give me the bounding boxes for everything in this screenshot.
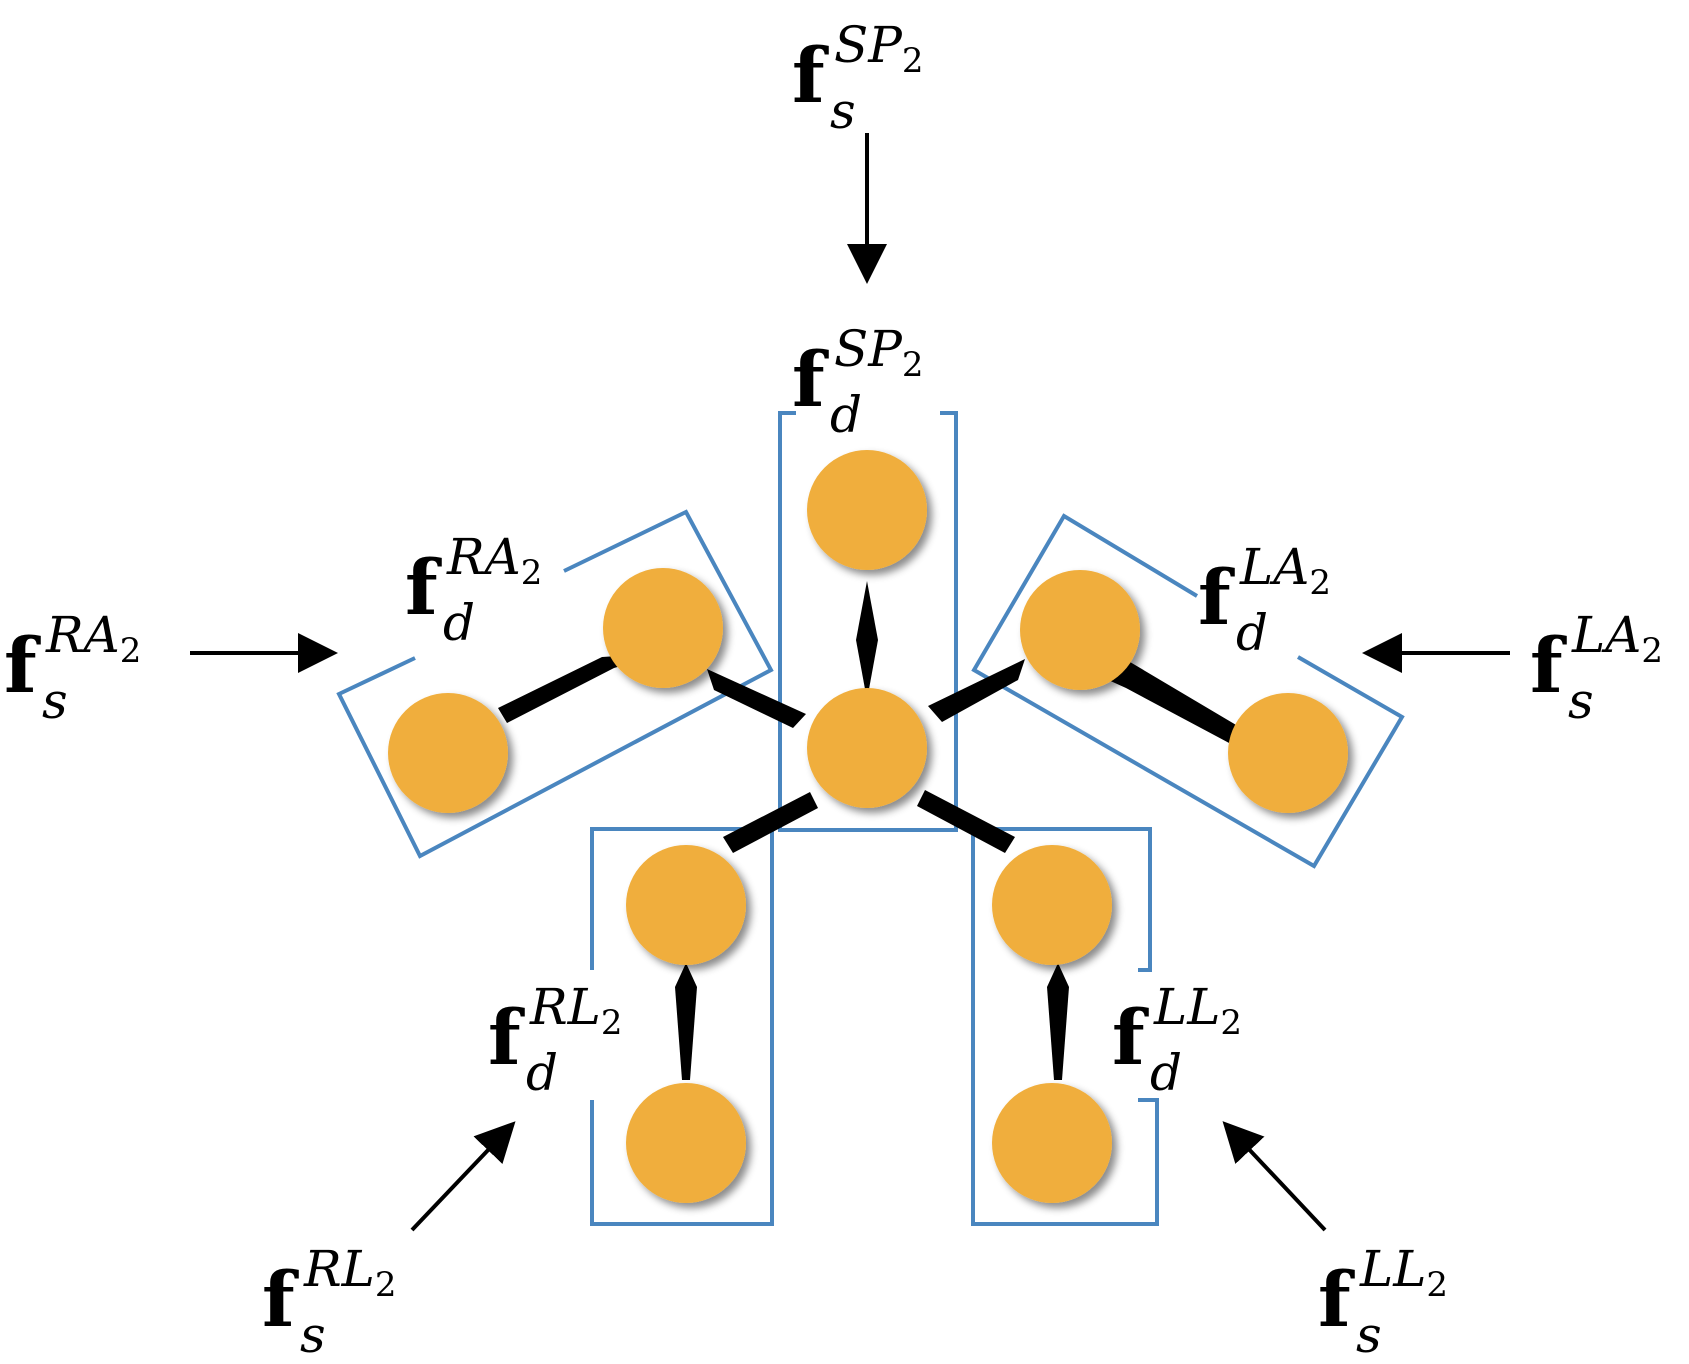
label-fd-la: f LA2 d [1198, 538, 1331, 662]
label-fd-rl: f RL2 d [488, 978, 623, 1102]
joint-rl-knee [626, 845, 746, 965]
bone-ra-lower [498, 653, 666, 723]
label-fd-ll: f LL2 d [1112, 978, 1243, 1102]
label-fs-ll: f LL2 s [1318, 1240, 1449, 1364]
arrows [190, 133, 1510, 1232]
bone-rl-lower [675, 963, 697, 1080]
arrow-ll [1222, 1121, 1327, 1232]
joint-ll-knee [992, 845, 1112, 965]
bone-ra-upper [707, 669, 806, 728]
joint-ra-elbow [603, 568, 723, 688]
bone-rl-upper [723, 792, 818, 853]
joint-la-elbow [1020, 570, 1140, 690]
left-leg-group-box [971, 827, 1159, 1226]
joints [388, 450, 1348, 1203]
joint-rl-foot [626, 1083, 746, 1203]
left-arm-group-box [971, 513, 1405, 869]
bone-ll-lower [1047, 963, 1069, 1080]
joint-ll-foot [992, 1083, 1112, 1203]
joint-la-hand [1228, 693, 1348, 813]
right-leg-group-box [590, 827, 774, 1226]
label-fd-sp: f SP2 d [792, 320, 924, 444]
bone-ll-upper [917, 790, 1015, 853]
joint-head [807, 450, 927, 570]
arrow-rl [410, 1121, 516, 1232]
spine-group-box [778, 411, 958, 832]
label-fs-sp: f SP2 s [792, 16, 924, 140]
bone-la-upper [928, 659, 1025, 722]
label-fs-ra: f RA2 s [4, 606, 142, 730]
label-fs-rl: f RL2 s [262, 1240, 397, 1364]
right-arm-group-box [336, 509, 774, 859]
label-fs-la: f LA2 s [1530, 606, 1663, 730]
group-boxes [336, 411, 1405, 1226]
joint-ra-hand [388, 693, 508, 813]
label-fd-ra: f RA2 d [405, 528, 543, 652]
bone-spine [856, 581, 878, 700]
joint-torso [807, 688, 927, 808]
